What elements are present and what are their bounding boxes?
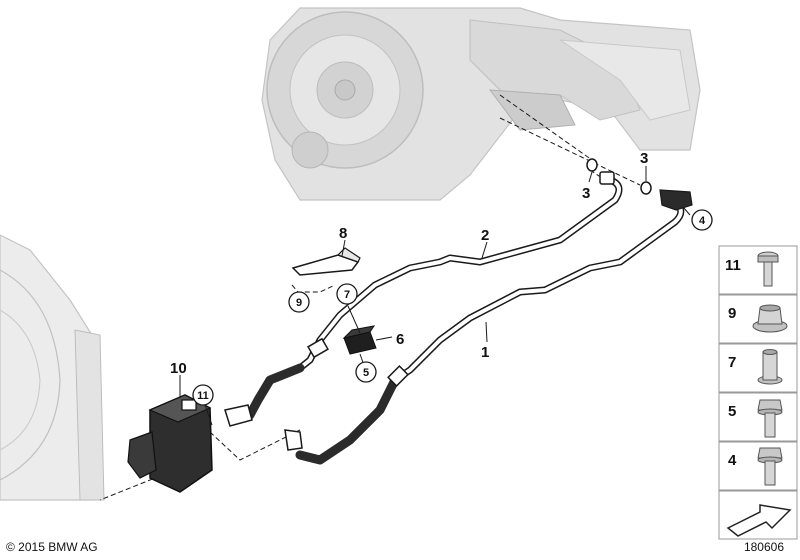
transmission-fittings [586, 158, 693, 211]
pipe-clamp-part-6 [342, 325, 377, 355]
callout-3-right: 3 [640, 150, 648, 167]
spacer-sleeve-icon [757, 349, 783, 385]
o-ring-icon [640, 181, 652, 195]
legend-number-11: 11 [725, 257, 741, 274]
part-callouts: 2 1 3 3 8 6 10 [170, 150, 648, 377]
callout-8: 8 [339, 225, 347, 242]
oil-cooler-part-10 [127, 394, 213, 493]
callout-circled-9: 9 [296, 297, 302, 309]
cooler-fittings [224, 404, 303, 451]
callout-circled-5: 5 [363, 367, 369, 379]
oil-cooler-line-2 [245, 176, 623, 420]
callout-6: 6 [396, 331, 404, 348]
legend-number-4: 4 [728, 452, 737, 469]
copyright-notice: © 2015 BMW AG [6, 540, 98, 554]
flange-nut-icon [752, 304, 788, 333]
legend-number-9: 9 [728, 305, 736, 322]
drawing-number: 180606 [743, 540, 784, 554]
callout-10: 10 [170, 360, 187, 377]
callout-1a: 2 [481, 227, 489, 244]
screw-icon [757, 251, 779, 287]
orientation-arrow-icon [726, 504, 792, 537]
callout-circled-4: 4 [699, 215, 706, 227]
legend-number-5: 5 [728, 403, 736, 420]
collar-bolt-icon [757, 447, 783, 486]
small-parts-legend: 11 9 7 5 4 [718, 245, 798, 540]
o-ring-icon [586, 158, 598, 172]
callout-3-left: 3 [582, 185, 590, 202]
radiator-fan-illustration [0, 234, 105, 501]
hex-bolt-icon [757, 399, 783, 438]
transmission-illustration [261, 7, 701, 201]
circled-callouts: 4 9 7 5 11 [192, 209, 713, 406]
bracket-part-8 [291, 247, 361, 276]
callout-circled-7: 7 [344, 289, 350, 301]
callout-circled-11: 11 [197, 390, 209, 402]
callout-1: 1 [481, 344, 489, 361]
legend-number-7: 7 [728, 354, 736, 371]
